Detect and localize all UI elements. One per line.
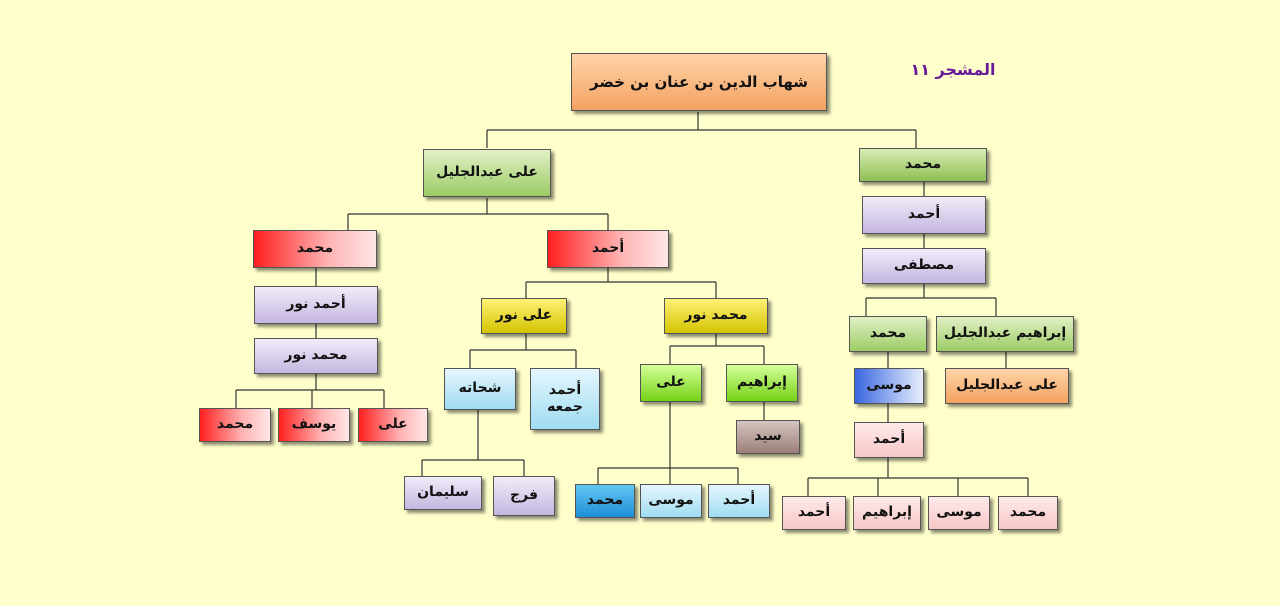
node-mohamed-nour-left: محمد نور [254,338,378,374]
node-label: على [656,374,686,391]
node-label: موسى [866,377,912,394]
node-label: موسى [648,492,694,509]
node-ahmed-center: أحمد [547,230,669,268]
node-label: إبراهيم [862,504,912,521]
node-youssef: يوسف [278,408,350,442]
node-root: شهاب الدين بن عنان بن خضر [571,53,827,111]
node-label: إبراهيم عبدالجليل [943,325,1067,342]
node-label: أحمد جمعه [547,381,583,416]
node-label: محمد نور [684,307,748,324]
node-ahmed-right: أحمد [862,196,986,234]
node-ahmed-c: أحمد [708,484,770,518]
node-root-label: شهاب الدين بن عنان بن خضر [589,72,809,91]
node-mohamed-c: محمد [575,484,635,518]
node-label: إبراهيم [737,374,787,391]
node-label: محمد [216,416,254,433]
node-ahmed-r4: أحمد [854,422,924,458]
node-label: أحمد [591,240,625,257]
node-label: أحمد نور [286,296,346,313]
node-mohamed-l: محمد [199,408,271,442]
node-ibrahim-abdeljalil: إبراهيم عبدالجليل [936,316,1074,352]
node-label: فرج [510,487,538,504]
node-mostafa: مصطفى [862,248,986,284]
node-ali-abdeljalil-2: على عبدالجليل [945,368,1069,404]
node-label: أحمد [872,431,906,448]
node-mohamed-left: محمد [253,230,377,268]
node-label: محمد نور [284,347,348,364]
node-label: على نور [495,307,553,324]
node-label: على [378,416,408,433]
diagram-title: المشجر ١١ [910,60,996,79]
node-label: محمد [586,492,624,509]
node-label: أحمد [907,206,941,223]
node-ahmed-nour: أحمد نور [254,286,378,324]
node-ali-center: على [640,364,702,402]
node-ali-left: على [358,408,428,442]
node-label: مصطفى [893,257,955,274]
node-label: على عبدالجليل [956,377,1058,394]
node-shehata: شحاته [444,368,516,410]
node-label: محمد [904,156,942,173]
node-label: أحمد [797,504,831,521]
node-farag: فرج [493,476,555,516]
node-label: محمد [1009,504,1047,521]
node-label: على عبدالجليل [436,164,538,181]
node-label: شحاته [458,380,502,397]
node-mousa-r5: موسى [928,496,990,530]
node-label: يوسف [291,416,337,433]
node-label: موسى [936,504,982,521]
node-label: سليمان [417,484,469,501]
node-mousa-c: موسى [640,484,702,518]
node-label: محمد [869,325,907,342]
node-mohamed-nour-center: محمد نور [664,298,768,334]
node-ahmed-r5: أحمد [782,496,846,530]
node-ibrahim-center: إبراهيم [726,364,798,402]
node-soliman: سليمان [404,476,482,510]
node-mohamed-r3: محمد [849,316,927,352]
node-mohamed-r5: محمد [998,496,1058,530]
node-label: محمد [296,240,334,257]
node-sayed: سيد [736,420,800,454]
node-label: أحمد [722,492,756,509]
node-ali-abdeljalil: على عبدالجليل [423,149,551,197]
node-ali-nour: على نور [481,298,567,334]
node-label: سيد [754,428,782,445]
node-ahmed-gomaa: أحمد جمعه [530,368,600,430]
node-ibrahim-r5: إبراهيم [853,496,921,530]
node-mohamed-right: محمد [859,148,987,182]
node-mousa-r: موسى [854,368,924,404]
